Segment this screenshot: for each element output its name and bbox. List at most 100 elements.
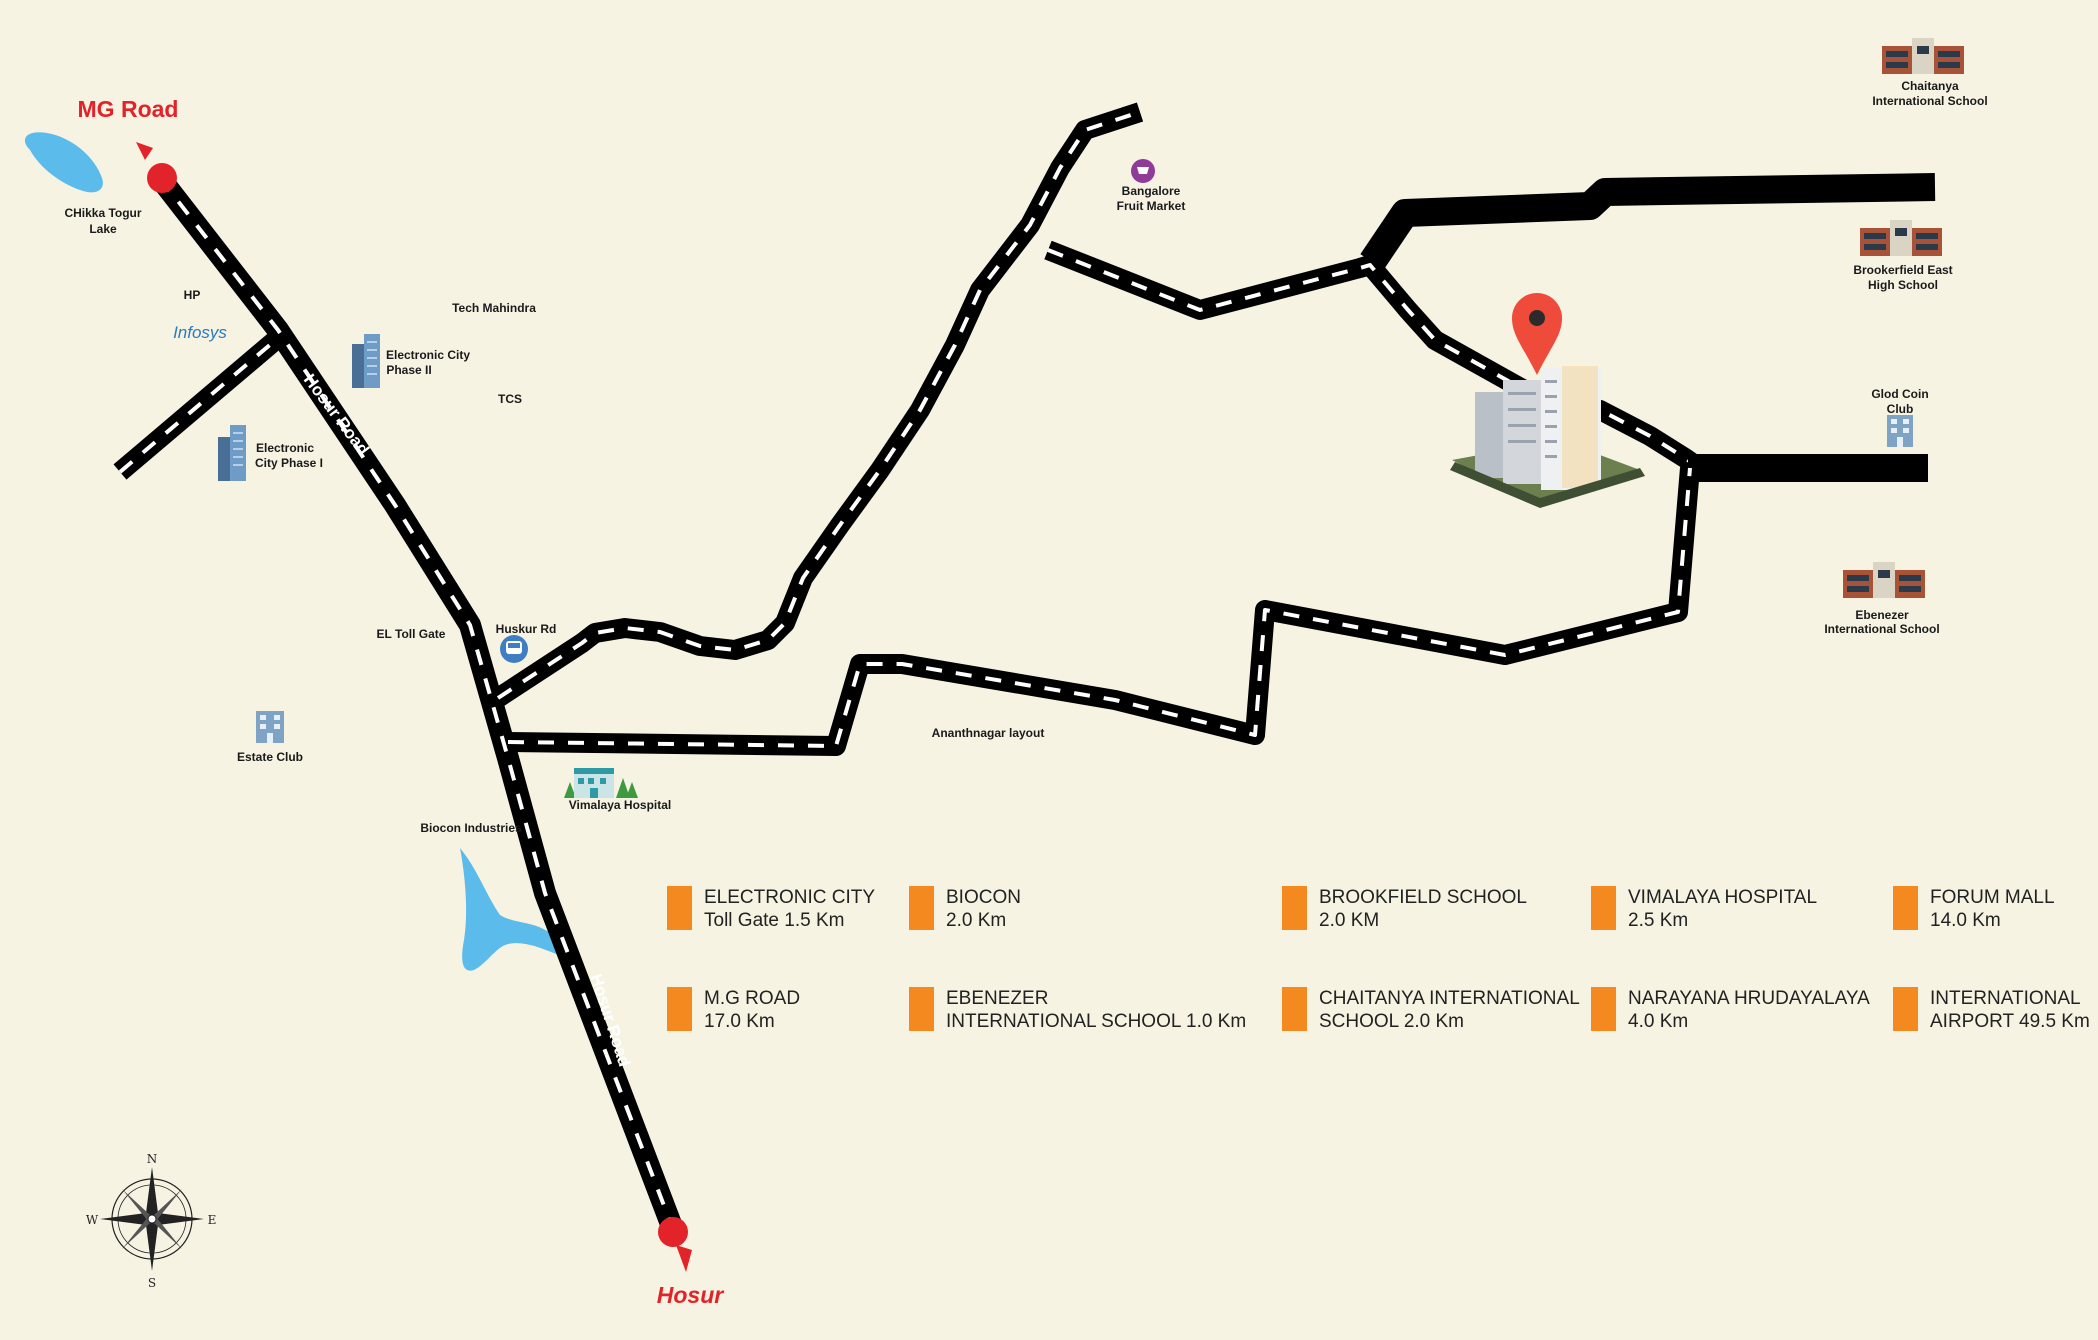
legend-name: EBENEZER: [946, 988, 1049, 1009]
sarjapur-road-markings: [1047, 248, 1697, 467]
school-building-icon: [1843, 562, 1925, 598]
electronic-city-phase1-label-2: City Phase I: [255, 456, 323, 470]
legend-distance: 2.0 KM: [1319, 910, 1380, 931]
gold-coin-club-label: Glod Coin: [1871, 387, 1928, 401]
tech-mahindra-label: Tech Mahindra: [452, 301, 536, 315]
northern-arterial-road: [1360, 173, 1936, 270]
legend-marker: [909, 987, 934, 1031]
legend-marker: [1893, 987, 1918, 1031]
office-tower-icon: [352, 334, 380, 388]
hosur-road: [151, 171, 685, 1236]
hosur-road-markings: [158, 176, 676, 1233]
biocon-industries-label: Biocon Industries: [420, 821, 522, 835]
infosys-link-road-markings: [118, 336, 280, 474]
hosur-marker-icon: [658, 1217, 688, 1247]
chikka-togur-lake-label-2: Lake: [89, 222, 117, 236]
hosur-endpoint: Hosur: [657, 1217, 725, 1308]
brookerfield-school-label-2: High School: [1868, 278, 1938, 292]
legend-marker: [909, 886, 934, 930]
compass-east: E: [208, 1213, 217, 1227]
legend-distance: 2.5 Km: [1628, 910, 1689, 931]
project-building-icon: [1450, 366, 1645, 508]
legend-name: M.G ROAD: [704, 988, 801, 1009]
ebenezer-school-label-2: International School: [1824, 622, 1939, 636]
infosys-logo: Infosys: [173, 323, 227, 342]
legend-distance: 17.0 Km: [704, 1011, 775, 1032]
legend-marker: [1282, 987, 1307, 1031]
legend-marker: [1893, 886, 1918, 930]
landmark-labels: CHikka Togur Lake HP Infosys Tech Mahind…: [64, 79, 1987, 835]
school-building-icon: [1860, 220, 1942, 256]
legend-marker: [1591, 886, 1616, 930]
electronic-city-phase2-label: Electronic City: [386, 348, 470, 362]
huskur-road-markings: [496, 110, 1141, 700]
ananthnagar-road: [507, 467, 1700, 756]
ananthnagar-layout-label: Ananthnagar layout: [932, 726, 1045, 740]
club-building-icon: [256, 711, 284, 743]
legend-name: ELECTRONIC CITY: [704, 887, 876, 908]
ebenezer-school-label: Ebenezer: [1855, 608, 1909, 622]
compass-west: W: [86, 1213, 99, 1227]
huskur-rd-label: Huskur Rd: [496, 622, 557, 636]
chaitanya-school-label: Chaitanya: [1901, 79, 1959, 93]
legend-marker: [667, 886, 692, 930]
legend-name: FORUM MALL: [1930, 887, 2055, 908]
hospital-building-icon: [564, 768, 638, 798]
fruit-market-label-2: Fruit Market: [1117, 199, 1186, 213]
el-toll-gate-label: EL Toll Gate: [377, 627, 446, 641]
legend-distance: SCHOOL 2.0 Km: [1319, 1011, 1465, 1032]
vimalaya-hospital-label: Vimalaya Hospital: [569, 798, 672, 812]
tcs-label: TCS: [498, 392, 522, 406]
chaitanya-school-label-2: International School: [1872, 94, 1987, 108]
roads: [113, 102, 1936, 1236]
mg-road-endpoint: MG Road: [78, 96, 179, 193]
legend-name: NARAYANA HRUDAYALAYA: [1628, 988, 1870, 1009]
legend-marker: [1591, 987, 1616, 1031]
compass-north: N: [147, 1152, 158, 1166]
legend-name: BROOKFIELD SCHOOL: [1319, 887, 1527, 908]
office-tower-icon: [218, 425, 246, 481]
bus-stop-icon: [500, 635, 528, 663]
hosur-arrow-icon: [676, 1245, 692, 1272]
legend-distance: 4.0 Km: [1628, 1011, 1689, 1032]
electronic-city-phase1-label: Electronic: [256, 441, 314, 455]
legend-marker: [667, 987, 692, 1031]
legend-distance: AIRPORT 49.5 Km: [1930, 1011, 2090, 1032]
legend-distance: 2.0 Km: [946, 910, 1007, 931]
legend-name: VIMALAYA HOSPITAL: [1628, 887, 1818, 908]
location-pin-icon: [1512, 293, 1562, 375]
compass-south: S: [148, 1276, 156, 1290]
chikka-togur-lake: [24, 132, 103, 193]
legend-distance: INTERNATIONAL SCHOOL 1.0 Km: [946, 1011, 1247, 1032]
legend-distance: 14.0 Km: [1930, 910, 2001, 931]
brookerfield-school-label: Brookerfield East: [1853, 263, 1952, 277]
fruit-market-icon: [1131, 159, 1155, 183]
gold-coin-club-label-2: Club: [1887, 402, 1914, 416]
club-building-icon: [1887, 415, 1913, 447]
ananthnagar-road-markings: [507, 467, 1692, 748]
electronic-city-phase2-label-2: Phase II: [386, 363, 431, 377]
legend-name: BIOCON: [946, 887, 1021, 908]
legend-name: CHAITANYA INTERNATIONAL: [1319, 988, 1580, 1009]
hosur-label: Hosur: [657, 1282, 725, 1308]
compass-rose-icon: N S E W: [86, 1152, 217, 1290]
biocon-lake: [460, 848, 563, 971]
hp-label: HP: [184, 288, 201, 302]
legend-marker: [1282, 886, 1307, 930]
fruit-market-label: Bangalore: [1122, 184, 1181, 198]
legend-distance: Toll Gate 1.5 Km: [704, 910, 845, 931]
mg-road-label: MG Road: [78, 96, 179, 122]
mg-road-arrow-icon: [136, 142, 153, 160]
